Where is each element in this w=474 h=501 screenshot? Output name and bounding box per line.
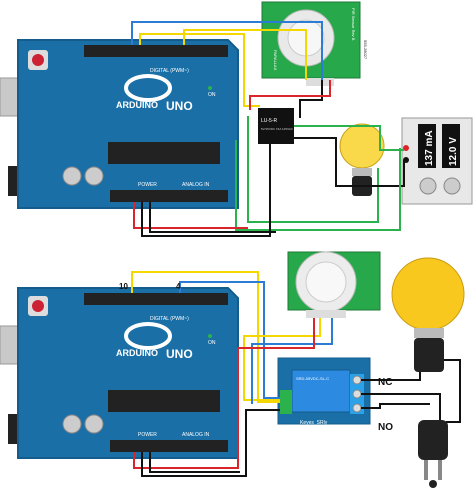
top-current-display: 137 mA — [424, 130, 435, 166]
no-terminal-label: NO — [378, 422, 393, 433]
top-current-knob — [419, 177, 437, 195]
bottom-digital-header — [84, 293, 228, 305]
bottom-relay-brand: Keyes_SRly — [300, 420, 328, 426]
top-analog-label: ANALOG IN — [182, 182, 210, 188]
top-on-label: ON — [208, 92, 216, 98]
top-voltage-knob — [443, 177, 461, 195]
top-relay-model-label: LU-5-R — [261, 118, 278, 124]
wire-label-pin-4: 4 — [176, 282, 181, 291]
bottom-relay-module: SRD-05VDC-SL-C Keyes_SRly — [277, 357, 371, 426]
top-digital-header — [84, 45, 228, 57]
bottom-bulb — [391, 257, 465, 372]
bottom-model-label: UNO — [166, 347, 193, 361]
bottom-arduino-board: ARDUINO UNO DIGITAL (PWM~) POWER ANALOG … — [0, 287, 239, 459]
bottom-on-label: ON — [208, 340, 216, 346]
top-brand-label: ARDUINO — [116, 100, 158, 110]
top-arduino-board: ARDUINO UNO DIGITAL (PWM~) POWER ANALOG … — [0, 39, 239, 209]
top-pir-side-label: PIR Sensor Rev B — [351, 8, 356, 41]
bottom-analog-label: ANALOG IN — [182, 432, 210, 438]
top-atmega-chip — [108, 142, 220, 164]
bottom-brand-label: ARDUINO — [116, 348, 158, 358]
top-power-header — [110, 190, 228, 202]
top-voltage-display: 12.0 V — [448, 137, 459, 166]
top-power-supply: 137 mA 12.0 V — [401, 117, 473, 205]
bottom-pir-sensor — [287, 251, 381, 318]
top-pir-sensor: PIR Sensor Rev B 555-28027 PARALLAX — [261, 1, 368, 86]
bottom-digital-label: DIGITAL (PWM~) — [150, 316, 189, 322]
bottom-atmega-chip — [108, 390, 220, 412]
wire-label-pin-10: 10 — [119, 282, 128, 291]
power-plug — [418, 420, 448, 488]
bottom-power-header — [110, 440, 228, 452]
top-model-label: UNO — [166, 99, 193, 113]
top-relay: LU-5-R 5V/15VDC 15A 125VAC — [258, 108, 294, 144]
bottom-relay-label: SRD-05VDC-SL-C — [296, 376, 329, 381]
bottom-wires — [131, 271, 461, 477]
top-pir-pin-label: PARALLAX — [273, 50, 278, 71]
nc-terminal-label: NC — [378, 377, 392, 388]
bottom-power-label: POWER — [138, 432, 157, 438]
top-digital-label: DIGITAL (PWM~) — [150, 68, 189, 74]
top-relay-sub-label: 5V/15VDC 15A 125VAC — [261, 127, 294, 131]
top-wires — [131, 21, 405, 237]
top-pir-model-label: 555-28027 — [363, 40, 368, 60]
top-power-label: POWER — [138, 182, 157, 188]
